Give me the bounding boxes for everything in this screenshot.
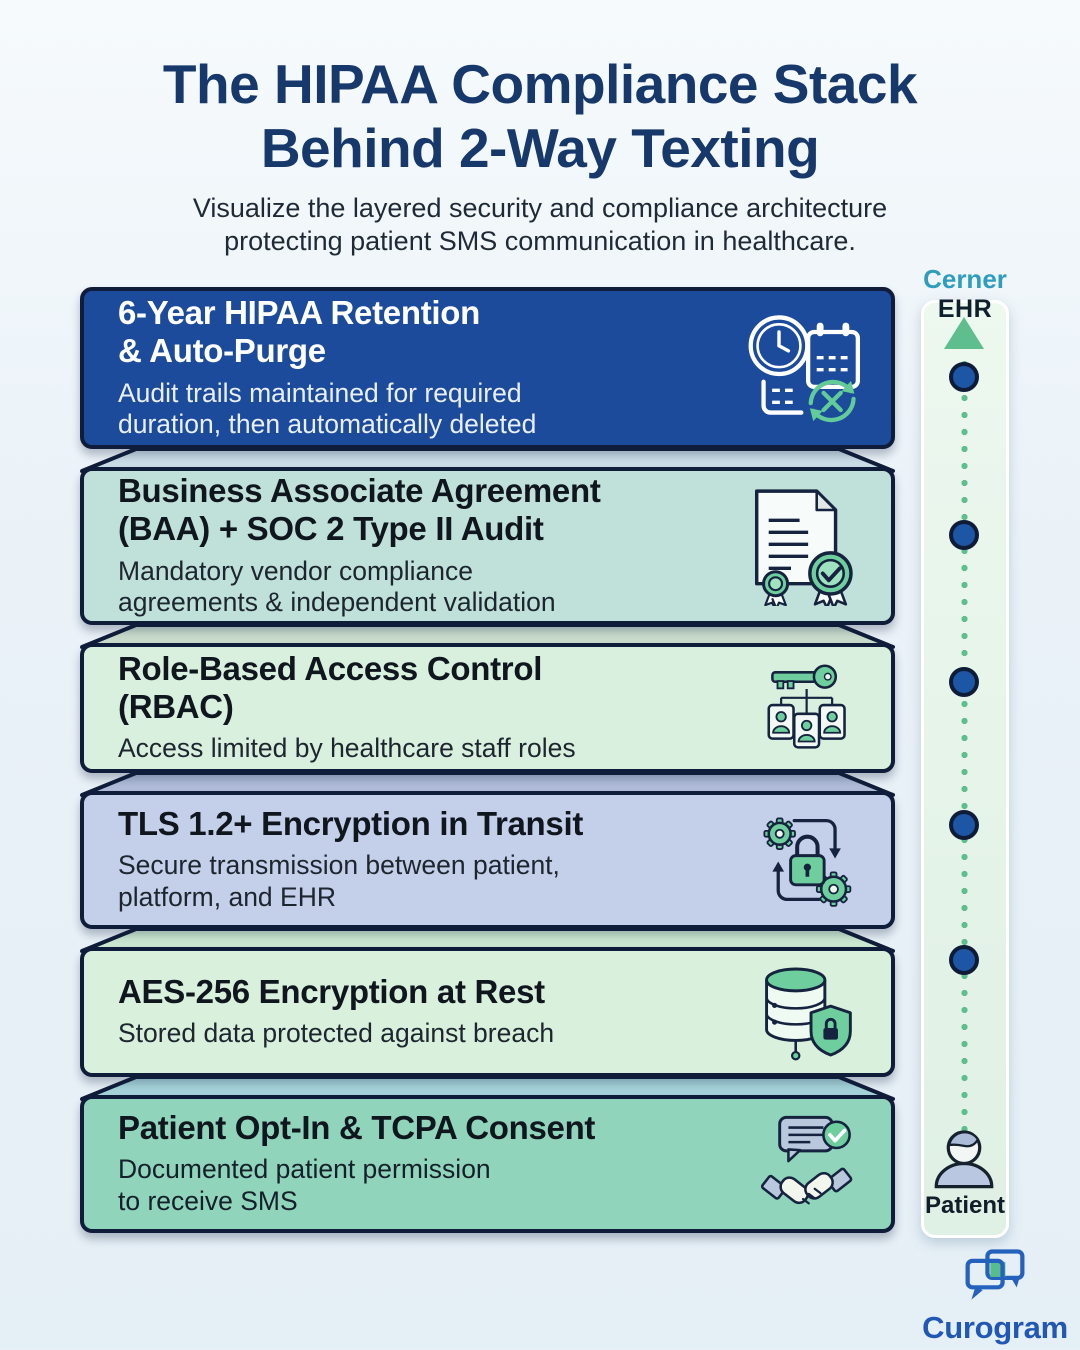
rail-vendor-label: Cerner [923,264,1007,294]
timeline-node [949,667,979,697]
chat-bubbles-icon [965,1249,1025,1300]
layer-description: Mandatory vendor compliance agreements &… [118,555,556,617]
stack-layer-rbac: Role-Based Access Control (RBAC) Access … [80,623,895,773]
timeline-node [949,362,979,392]
patient-person-icon [927,1124,1001,1195]
gears-lock-transit-icon [723,809,891,911]
infographic-title: The HIPAA Compliance Stack Behind 2-Way … [162,53,918,180]
stack-layer-tls: TLS 1.2+ Encryption in Transit Secure tr… [80,771,895,929]
layer-title: AES-256 Encryption at Rest [118,972,545,1010]
layer-title: 6-Year HIPAA Retention & Auto-Purge [118,293,480,370]
clock-calendar-autopurge-icon [723,308,891,428]
brand-name: Curogram [922,1310,1068,1345]
up-arrow-icon [944,317,984,349]
stack-lid [80,447,895,473]
compliance-stack: 6-Year HIPAA Retention & Auto-Purge Audi… [80,287,895,1233]
dotted-flow-line [961,358,968,1133]
rail-patient-label: Patient [924,1192,1005,1219]
stack-lid [80,927,895,953]
chat-handshake-consent-icon [723,1113,891,1215]
timeline-node [949,945,979,975]
stack-lid [80,771,895,797]
key-roles-icon [723,657,891,759]
certified-document-icon [723,486,891,606]
layer-description: Stored data protected against breach [118,1018,555,1048]
infographic-subtitle: Visualize the layered security and compl… [192,193,888,256]
layer-description: Documented patient permission to receive… [118,1154,491,1216]
curogram-logo: Curogram [900,1246,1080,1346]
layer-description: Access limited by healthcare staff roles [118,733,576,764]
stack-layer-aes: AES-256 Encryption at Rest Stored data p… [80,927,895,1077]
timeline-node [949,810,979,840]
layer-title: Business Associate Agreement (BAA) + SOC… [118,471,601,548]
stack-layer-baa-soc2: Business Associate Agreement (BAA) + SOC… [80,447,895,625]
stack-layer-consent: Patient Opt-In & TCPA Consent Documented… [80,1075,895,1233]
stack-lid [80,623,895,649]
layer-description: Secure transmission between patient, pla… [118,850,560,912]
layer-description: Audit trails maintained for required dur… [118,377,537,439]
stack-layer-retention: 6-Year HIPAA Retention & Auto-Purge Audi… [80,287,895,449]
layer-title: Patient Opt-In & TCPA Consent [118,1109,596,1147]
layer-title: Role-Based Access Control (RBAC) [118,649,543,725]
database-shield-icon [723,961,891,1063]
timeline-node [949,520,979,550]
stack-lid [80,1075,895,1101]
layer-title: TLS 1.2+ Encryption in Transit [118,805,584,843]
